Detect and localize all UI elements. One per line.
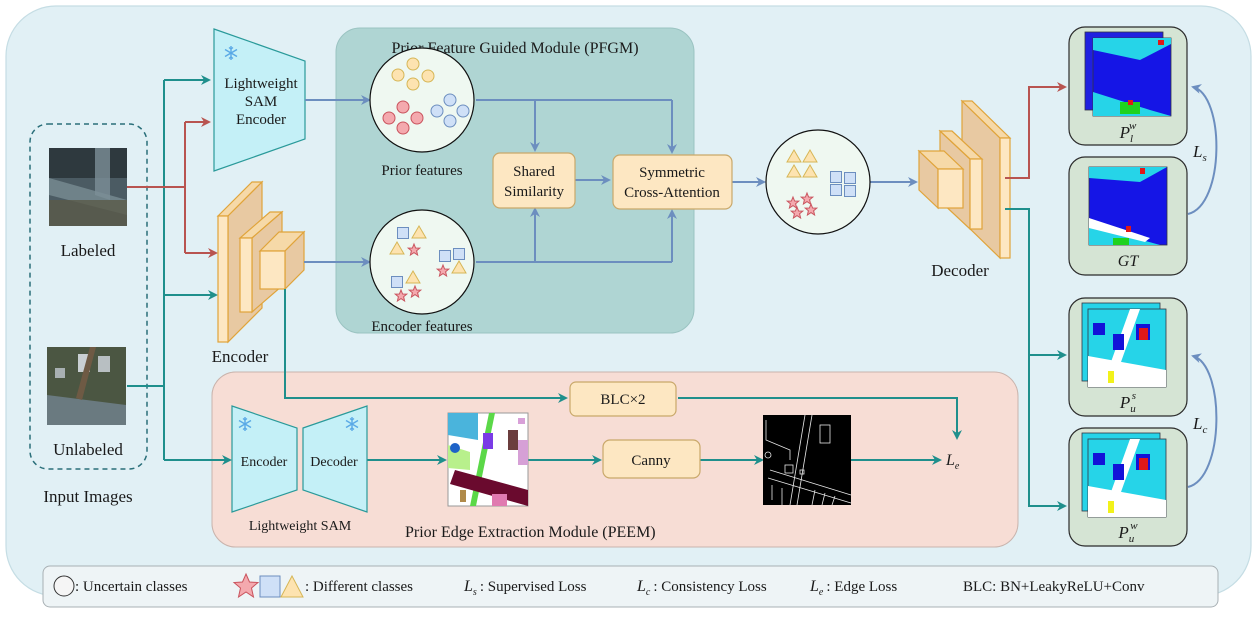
cross-attention-block [612,154,733,210]
canny-block [602,439,701,479]
p-u-s-label: Pus [1119,390,1136,415]
blc-block [569,381,677,417]
peem-sam-decoder-block [302,405,368,513]
output-card-p-u-s [1068,297,1188,417]
encoder-block [216,180,306,344]
sam-encoder-line2: SAM [245,94,278,110]
legend-lc: Lc: Consistency Loss [636,578,767,598]
input-images-label: Input Images [43,487,132,506]
legend-bar [42,565,1219,608]
edge-loss-label: Le [945,452,960,472]
legend-different-text: : Different classes [305,579,413,595]
lc-label: Lc [1192,414,1207,436]
decoder-label: Decoder [931,261,989,280]
sam-encoder-line1: Lightweight [224,76,298,92]
output-card-p-l-w [1068,26,1188,146]
prior-features-label: Prior features [381,163,462,179]
legend-uncertain-text: : Uncertain classes [75,579,188,595]
pfgm-title: Prior Feature Guided Module (PFGM) [391,40,638,57]
labeled-image [49,148,127,226]
encoder-label: Encoder [212,347,269,366]
decoder-block [917,99,1012,260]
gt-label: GT [1118,253,1140,270]
prior-feature-clusters [382,57,470,135]
legend-blc: BLC: BN+LeakyReLU+Conv [963,579,1145,595]
unlabeled-image [47,347,126,425]
legend-uncertain-icon [53,575,75,597]
blc-label: BLC×2 [600,392,645,408]
p-l-w-label: Plw [1119,120,1137,145]
shared-similarity-line2: Similarity [504,184,565,200]
edge-map-image [763,414,852,506]
peem-sam-encoder-label: Encoder [241,455,288,470]
peem-sam-label: Lightweight SAM [249,519,352,534]
cross-attention-line2: Cross-Attention [624,185,720,201]
p-u-w-label: Puw [1117,520,1138,545]
canny-label: Canny [631,453,671,469]
prior-features-circle [369,47,475,153]
peem-sam-encoder-block [231,405,298,513]
cross-attention-line1: Symmetric [639,165,705,181]
output-card-p-u-w [1068,427,1188,547]
input-images-group [29,123,148,470]
output-card-gt [1068,156,1188,276]
shared-similarity-line1: Shared [513,164,555,180]
legend-ls: Ls: Supervised Loss [463,578,587,598]
encoder-features-circle [369,209,475,315]
encoder-features-label: Encoder features [371,319,472,335]
peem-sam-decoder-label: Decoder [310,455,358,470]
sam-encoder-line3: Encoder [236,112,286,128]
legend-le: Le: Edge Loss [809,578,897,598]
sam-segmentation-image [447,412,529,507]
labeled-label: Labeled [61,241,116,260]
sam-encoder-block [213,28,306,172]
legend-different-classes-icons [232,572,304,599]
shared-similarity-block [492,152,576,209]
unlabeled-label: Unlabeled [53,440,123,459]
ls-label: Ls [1192,142,1207,164]
peem-title: Prior Edge Extraction Module (PEEM) [405,524,656,541]
